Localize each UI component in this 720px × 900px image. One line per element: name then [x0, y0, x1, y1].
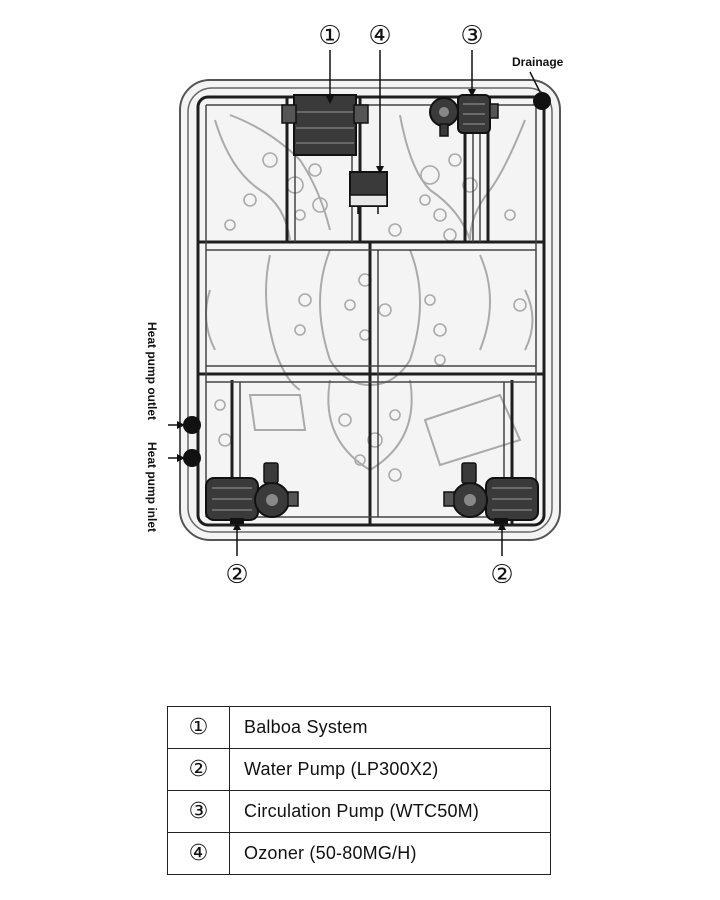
water-pump-right [443, 462, 539, 524]
ozoner-box [349, 171, 388, 214]
legend-row: ② Water Pump (LP300X2) [167, 748, 551, 791]
legend-symbol: ① [167, 706, 230, 749]
drainage-label: Drainage [512, 55, 564, 69]
legend-text: Ozoner (50-80MG/H) [229, 832, 551, 875]
balboa-system-box [281, 94, 369, 156]
legend-row: ③ Circulation Pump (WTC50M) [167, 790, 551, 833]
water-pump-left [205, 462, 299, 524]
heat-pump-outlet-label: Heat pump outlet [145, 322, 159, 420]
legend-symbol: ④ [167, 832, 230, 875]
heat-pump-outlet-port [183, 416, 201, 434]
legend-row: ① Balboa System [167, 706, 551, 749]
callout-4: ④ [368, 21, 391, 51]
callout-2-left: ② [225, 560, 248, 590]
spa-layout-diagram: ① ④ ③ ② ② Drainage Heat pump outlet Heat… [145, 21, 564, 590]
legend-text: Balboa System [229, 706, 551, 749]
drainage-port [533, 92, 551, 110]
spa-inner-shell [187, 87, 553, 533]
callout-2-right: ② [490, 560, 513, 590]
leader-arrowheads [177, 89, 506, 530]
legend-symbol: ② [167, 748, 230, 791]
heat-pump-inlet-port [183, 449, 201, 467]
base-frame [196, 95, 546, 527]
heat-pump-inlet-label: Heat pump inlet [145, 442, 159, 532]
legend-text: Circulation Pump (WTC50M) [229, 790, 551, 833]
legend-text: Water Pump (LP300X2) [229, 748, 551, 791]
legend-symbol: ③ [167, 790, 230, 833]
component-legend-table: ① Balboa System ② Water Pump (LP300X2) ③… [167, 706, 551, 875]
callout-3: ③ [460, 21, 483, 51]
callout-1: ① [318, 21, 341, 51]
circulation-pump [429, 94, 499, 137]
legend-row: ④ Ozoner (50-80MG/H) [167, 832, 551, 875]
